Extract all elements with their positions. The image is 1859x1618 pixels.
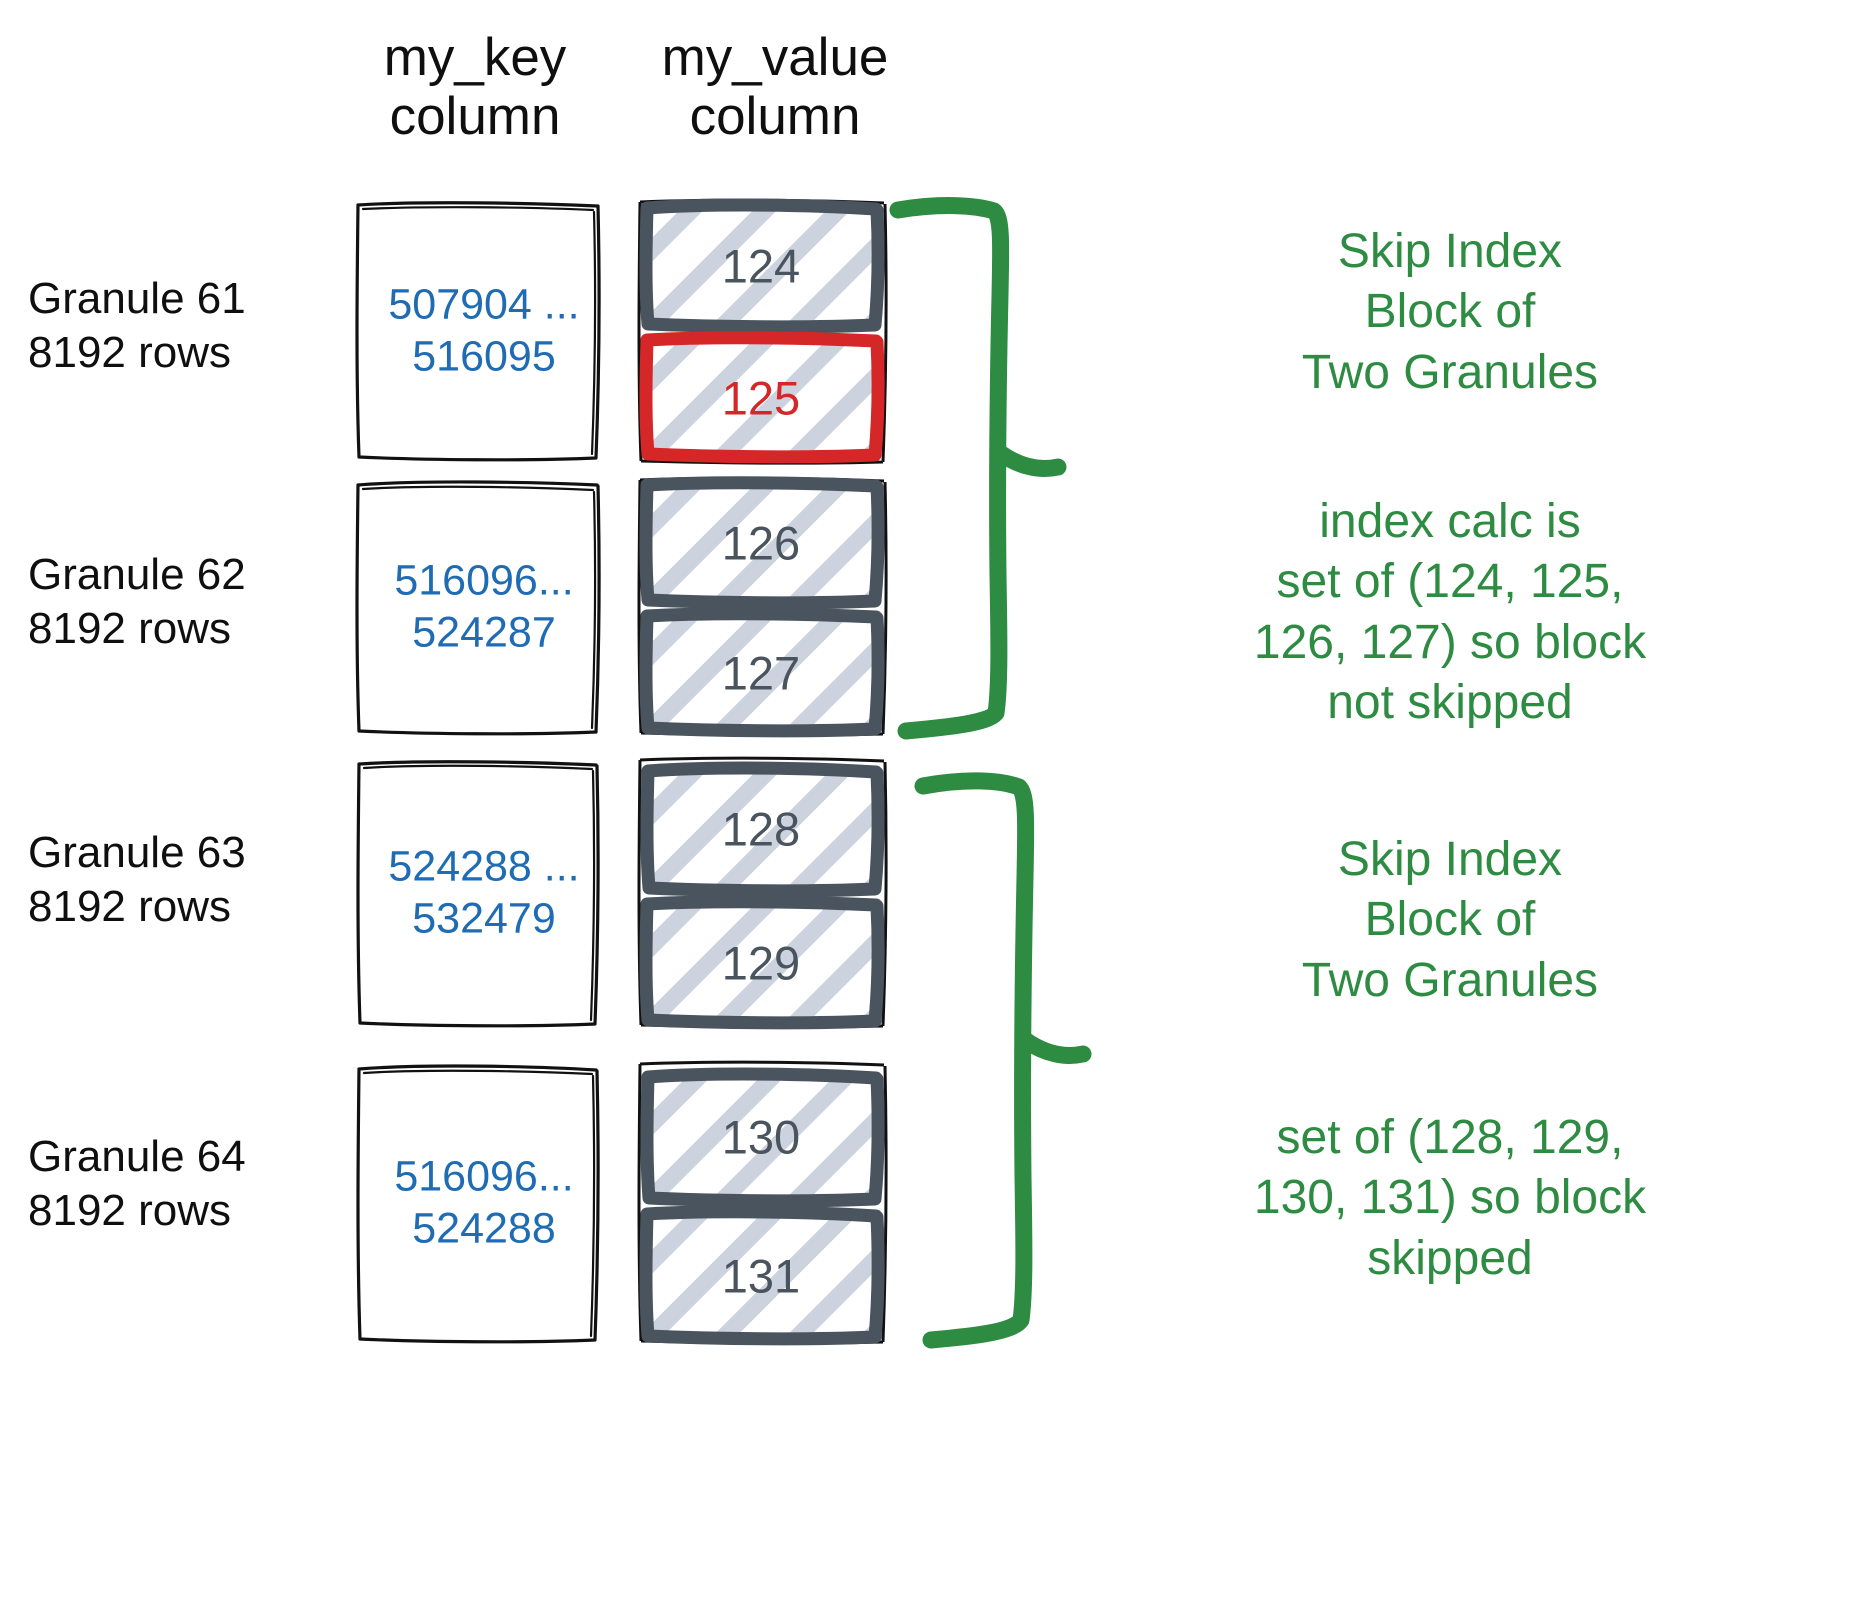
- key-range-granule-62: 516096... 524287: [394, 556, 574, 657]
- hatch-pattern: [644, 338, 880, 458]
- value-text-124: 124: [721, 239, 801, 293]
- column-header-my-key: my_key column: [383, 28, 567, 147]
- value-cell-130: 130: [638, 1067, 885, 1208]
- bracket-icon: [889, 197, 1067, 740]
- value-cell-border-icon: [639, 198, 885, 334]
- hatch-pattern: [644, 614, 880, 732]
- key-box-granule-63: 524288 ... 532479: [352, 758, 602, 1028]
- key-box-outline-icon: [356, 760, 600, 1028]
- value-text-125: 125: [721, 371, 801, 425]
- value-cell-128: 128: [638, 761, 885, 898]
- value-text-131: 131: [721, 1249, 801, 1303]
- hatch-pattern: [644, 204, 880, 328]
- value-cell-highlight-border-icon: [639, 331, 885, 464]
- granule-label-61: Granule 61 8192 rows: [28, 274, 246, 377]
- value-text-130: 130: [721, 1110, 801, 1164]
- key-range-granule-63: 524288 ... 532479: [388, 842, 580, 943]
- key-range-granule-61: 507904 ... 516095: [388, 280, 580, 381]
- hatch-pattern: [644, 482, 880, 604]
- value-cell-126: 126: [638, 476, 885, 610]
- key-range-granule-64: 516096... 524288: [394, 1152, 574, 1253]
- annotation-index-calc-not-skipped: index calc is set of (124, 125, 126, 127…: [1253, 495, 1647, 730]
- bracket-icon: [914, 772, 1092, 1349]
- value-group-outline-64: [636, 1060, 888, 1346]
- value-text-128: 128: [721, 802, 801, 856]
- key-box-granule-64: 516096... 524288: [352, 1062, 602, 1344]
- value-cell-border-icon: [639, 895, 885, 1030]
- key-box-granule-62: 516096... 524287: [352, 478, 602, 736]
- value-text-126: 126: [721, 516, 801, 570]
- hatch-pattern: [644, 1212, 880, 1340]
- value-cell-border-icon: [639, 1205, 885, 1346]
- value-cell-border-icon: [640, 761, 885, 898]
- value-cell-125: 125: [638, 331, 885, 464]
- value-cell-127: 127: [638, 607, 885, 738]
- value-text-127: 127: [721, 646, 801, 700]
- key-box-granule-61: 507904 ... 516095: [352, 200, 602, 462]
- value-cell-131: 131: [638, 1205, 885, 1346]
- annotation-index-calc-skipped: set of (128, 129, 130, 131) so block ski…: [1253, 1111, 1647, 1285]
- hatch-pattern: [644, 766, 880, 892]
- granule-label-63: Granule 63 8192 rows: [28, 828, 246, 931]
- key-box-outline-icon: [355, 480, 601, 736]
- value-cell-129: 129: [638, 895, 885, 1030]
- column-header-my-value: my_value column: [661, 28, 889, 147]
- granule-label-64: Granule 64 8192 rows: [28, 1132, 246, 1235]
- annotation-skip-index-block-2: Skip Index Block of Two Granules: [1301, 833, 1599, 1007]
- key-box-outline-icon: [355, 201, 601, 462]
- value-cell-border-icon: [639, 476, 885, 610]
- hatch-pattern: [644, 902, 880, 1024]
- granule-label-62: Granule 62 8192 rows: [28, 550, 246, 653]
- hatch-pattern: [644, 1072, 880, 1202]
- value-cell-124: 124: [638, 198, 885, 334]
- annotation-skip-index-block-1: Skip Index Block of Two Granules: [1301, 225, 1599, 399]
- value-cell-border-icon: [639, 607, 885, 738]
- skip-index-bracket-2: [905, 762, 1125, 1352]
- key-box-outline-icon: [356, 1064, 600, 1344]
- value-cell-border-icon: [640, 1067, 885, 1208]
- value-text-129: 129: [721, 936, 801, 990]
- skip-index-bracket-1: [880, 185, 1100, 745]
- value-group-outline-63: [636, 756, 888, 1030]
